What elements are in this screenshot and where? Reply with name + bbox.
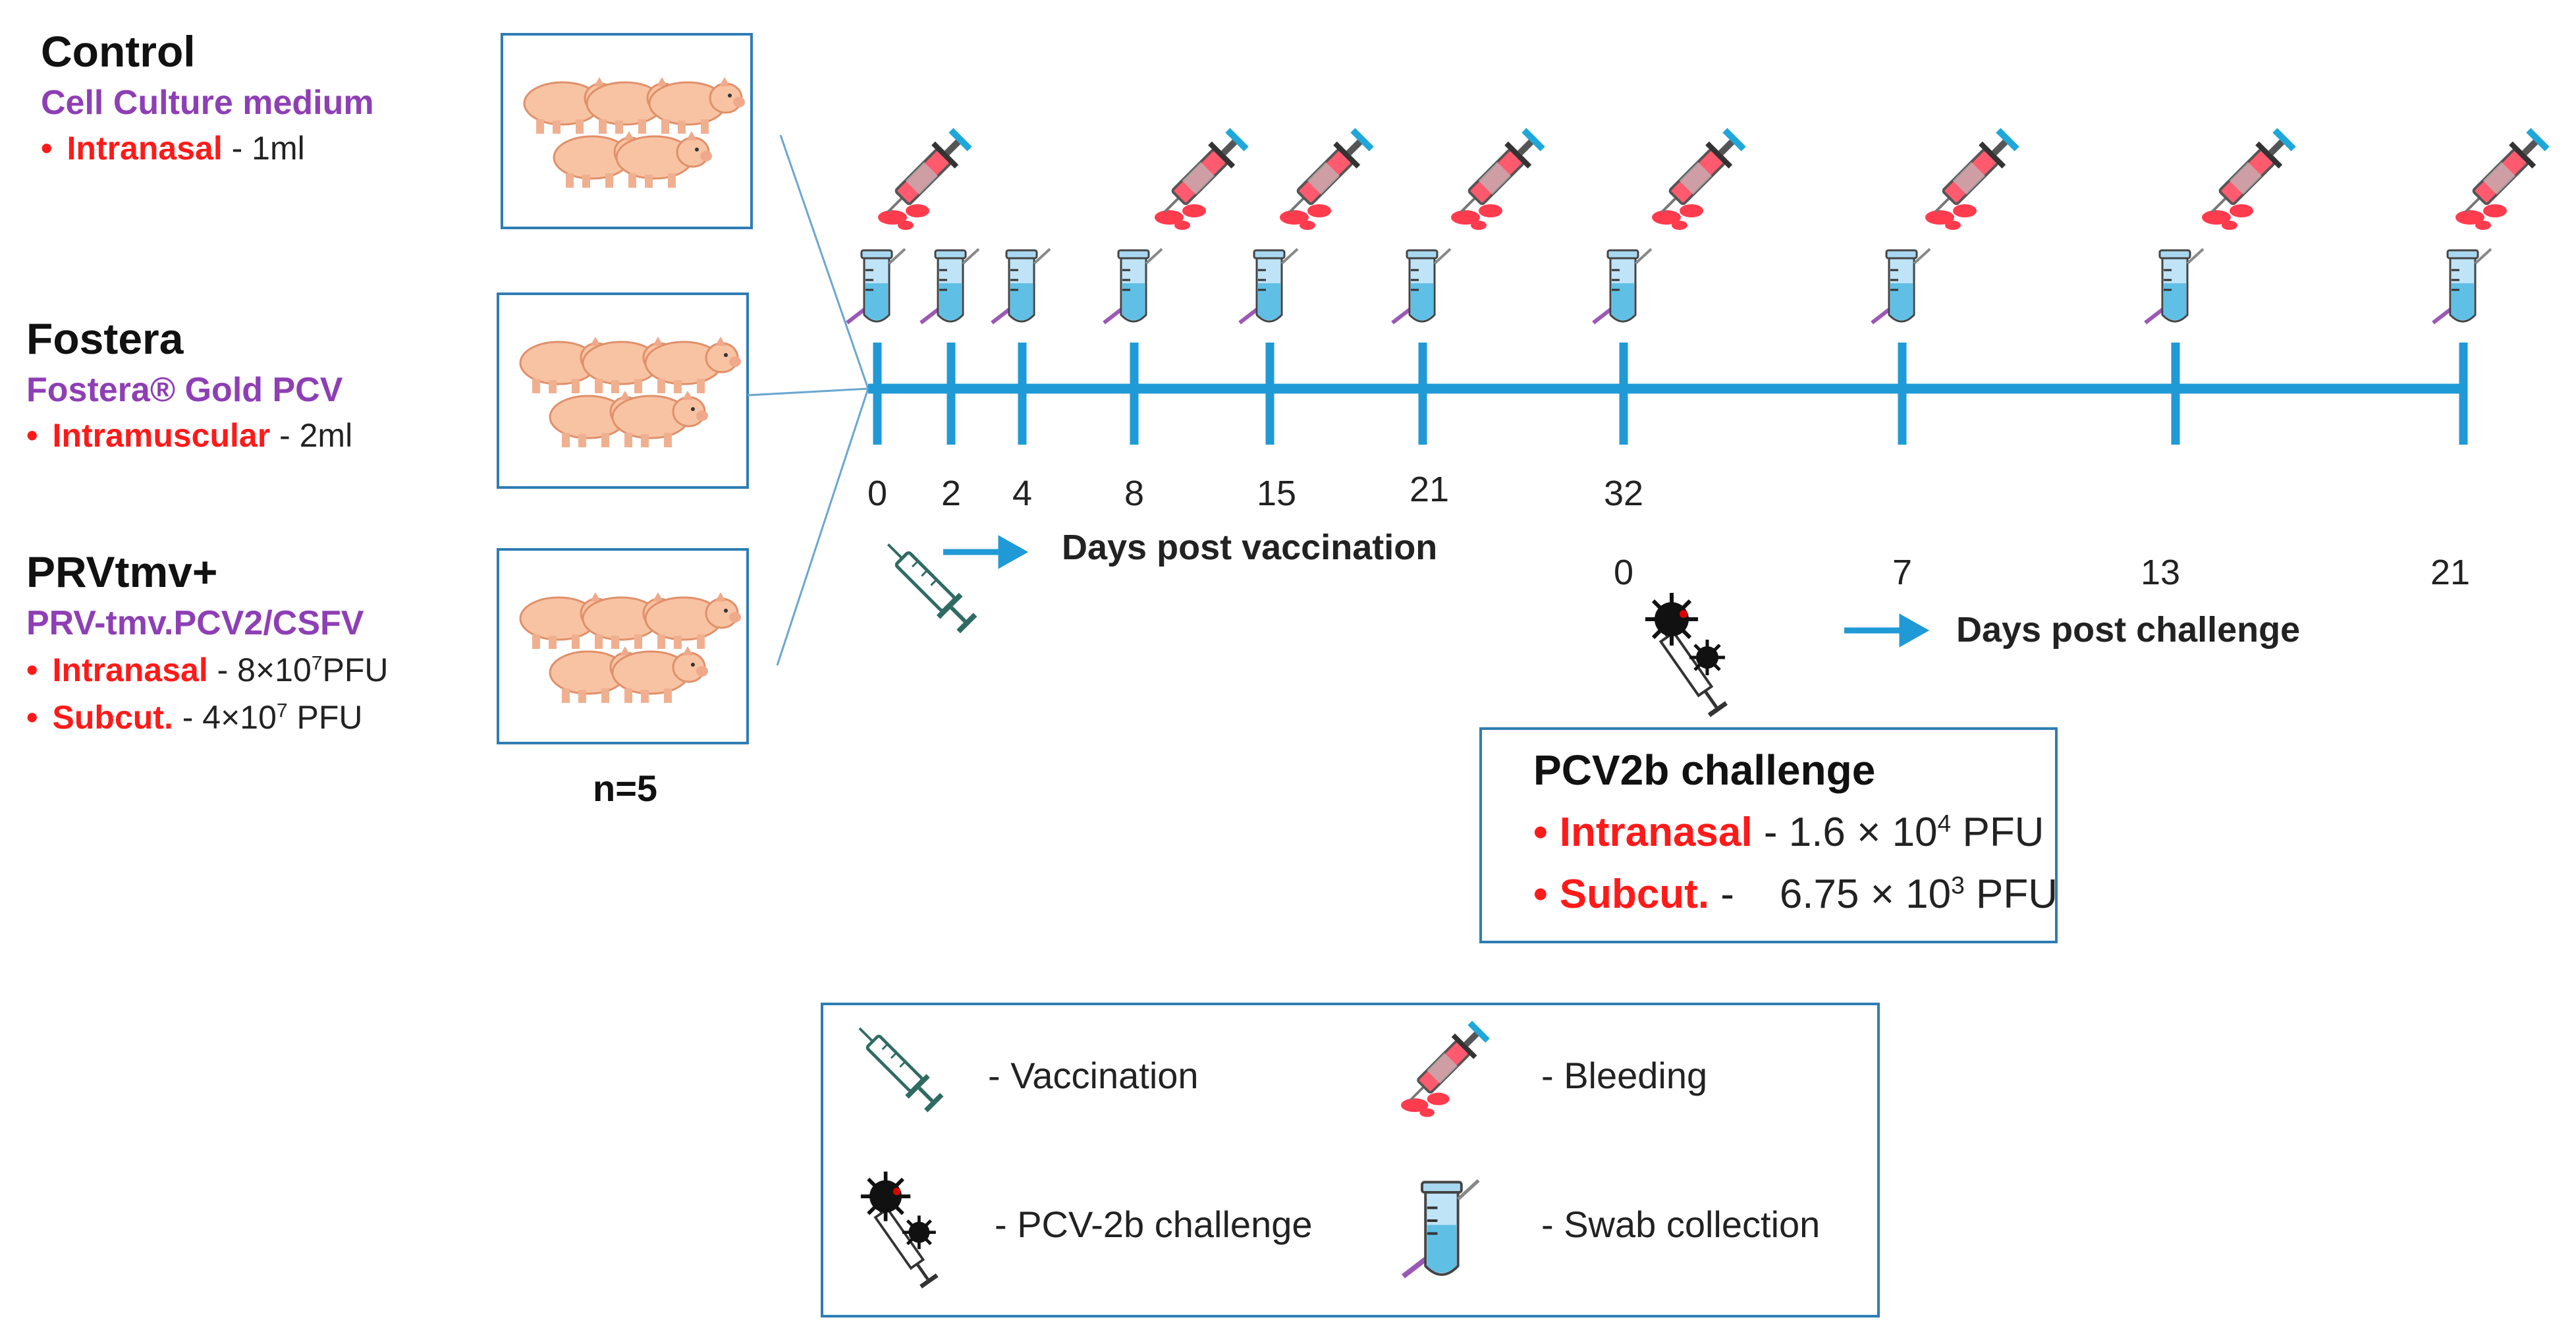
group-route: •Intranasal - 1ml	[41, 130, 305, 167]
vaccination-syringe-icon	[871, 527, 989, 646]
day-label: 0	[867, 474, 888, 513]
group-title: Control	[41, 27, 196, 76]
day-label: 8	[1124, 474, 1145, 513]
day-label: 32	[1603, 474, 1644, 513]
syringe-blood-icon	[1276, 124, 1378, 231]
group-title: PRVtmv+	[26, 547, 218, 596]
day-label: 13	[2140, 553, 2181, 592]
day-label: 21	[2430, 553, 2471, 592]
vaccination-axis-label: Days post vaccination	[1062, 528, 1438, 567]
syringe-blood-icon	[1649, 124, 1750, 231]
swab-tube-icon	[1588, 244, 1654, 329]
swab-tube-icon	[1867, 244, 1932, 329]
group-route: •Subcut. - 4×107 PFU	[26, 699, 363, 736]
group-title: Fostera	[26, 314, 184, 363]
syringe-blood-icon	[1151, 124, 1253, 231]
legend: - Vaccination - Bleeding - PCV-2b challe…	[821, 1003, 1880, 1318]
group-route: •Intranasal - 8×107PFU	[26, 652, 389, 688]
swab-tube-icon	[2140, 244, 2206, 329]
day-label: 21	[1409, 470, 1450, 509]
group-prvtmv: PRVtmv+ PRV-tmv.PCV2/CSFV •Intranasal - …	[26, 547, 388, 736]
day-label: 4	[1012, 474, 1033, 513]
day-label: 7	[1892, 553, 1913, 592]
swab-tube-icon	[842, 244, 908, 329]
virus-challenge-icon	[1633, 585, 1745, 723]
challenge-title: PCV2b challenge	[1533, 746, 1876, 794]
swab-tube-icon	[1099, 244, 1165, 329]
syringe-blood-icon	[1398, 1017, 1494, 1119]
day-label: 15	[1256, 474, 1297, 513]
day-label: 2	[941, 474, 962, 513]
challenge-line: •Subcut. - 6.75 × 103 PFU	[1533, 871, 2058, 917]
syringe-blood-icon	[1448, 124, 1549, 231]
pig-box-fostera	[497, 292, 749, 489]
swab-tube-icon	[2428, 244, 2494, 329]
n-label: n=5	[593, 767, 658, 809]
arrow-right-icon	[943, 535, 1930, 648]
day-label: 0	[1613, 553, 1634, 592]
pig-box-prvtmv	[497, 548, 749, 744]
swab-tube-icon	[916, 244, 981, 329]
group-fostera: Fostera Fostera® Gold PCV •Intramuscular…	[26, 314, 352, 455]
legend-challenge: - PCV-2b challenge	[995, 1204, 1313, 1245]
group-agent: PRV-tmv.PCV2/CSFV	[26, 604, 364, 642]
legend-vaccination: - Vaccination	[988, 1055, 1199, 1096]
swab-tube-icon	[987, 244, 1053, 329]
legend-swab: - Swab collection	[1541, 1204, 1821, 1245]
group-route: •Intramuscular - 2ml	[26, 417, 353, 454]
syringe-blood-icon	[1922, 124, 2023, 231]
group-agent: Cell Culture medium	[41, 84, 374, 122]
swab-tube-icon	[1234, 244, 1300, 329]
group-agent: Fostera® Gold PCV	[26, 371, 343, 409]
challenge-box: PCV2b challenge •Intranasal - 1.6 × 104 …	[1479, 727, 2058, 943]
group-control: Control Cell Culture medium •Intranasal …	[41, 26, 374, 167]
syringe-blood-icon	[2199, 124, 2300, 231]
challenge-line: •Intranasal - 1.6 × 104 PFU	[1533, 809, 2044, 855]
syringe-blood-icon	[2452, 124, 2554, 231]
vaccination-syringe-icon	[843, 1012, 955, 1124]
challenge-axis-label: Days post challenge	[1956, 610, 2301, 650]
swab-tube-icon	[1387, 244, 1453, 329]
virus-challenge-icon	[850, 1163, 955, 1295]
pig-box-control	[501, 33, 753, 229]
swab-tube-icon	[1396, 1173, 1482, 1285]
legend-bleeding: - Bleeding	[1541, 1055, 1708, 1096]
syringe-blood-icon	[875, 124, 976, 231]
